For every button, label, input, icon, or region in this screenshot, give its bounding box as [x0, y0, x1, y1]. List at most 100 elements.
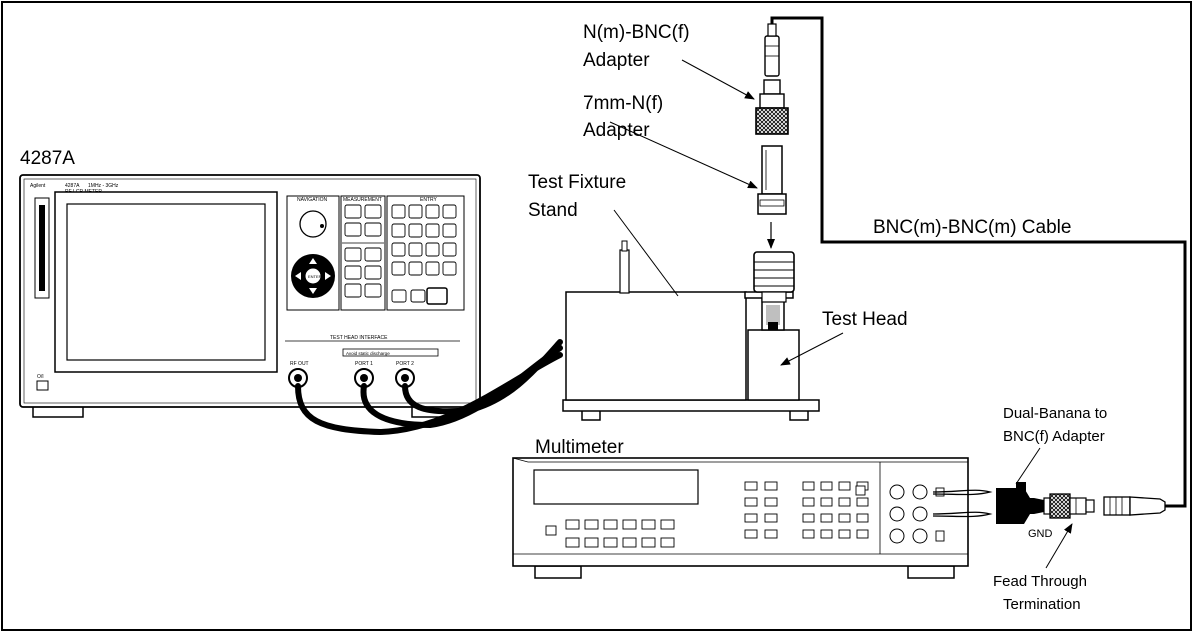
- instrument-bezel: [23, 178, 477, 404]
- dual-banana-adapter: GND: [996, 482, 1053, 540]
- multimeter-key: [641, 537, 656, 548]
- feed-through-label-1: Fead Through: [993, 573, 1087, 590]
- entry-key: [425, 223, 440, 238]
- multimeter-key: [764, 481, 778, 491]
- measurement-key: [344, 247, 362, 262]
- interface-warning-box: [342, 348, 439, 357]
- multimeter-key: [660, 519, 675, 530]
- multimeter-key: [838, 481, 851, 491]
- fixture-stand-label-2: Stand: [528, 200, 578, 221]
- entry-key: [408, 204, 423, 219]
- measurement-keys: [344, 204, 382, 298]
- multimeter-key: [744, 481, 758, 491]
- multimeter-label: Multimeter: [535, 437, 624, 458]
- multimeter-key: [764, 529, 778, 539]
- measurement-key: [364, 222, 382, 237]
- multimeter-key: [855, 485, 866, 496]
- entry-key: [408, 223, 423, 238]
- floppy-slot-opening: [39, 205, 45, 291]
- n-bnc-adapter-label-1: N(m)-BNC(f): [583, 22, 690, 43]
- multimeter-jack-square: [935, 530, 945, 542]
- mm7-n-adapter-label-2: Adapter: [583, 120, 650, 141]
- banana-leads: [932, 489, 993, 518]
- entry-key: [391, 223, 406, 238]
- multimeter-jack: [889, 506, 905, 522]
- stand-box: [565, 291, 747, 401]
- multimeter: [512, 457, 969, 579]
- multimeter-key: [838, 497, 851, 507]
- mm7-n-adapter-leader: [609, 121, 758, 189]
- test-head-body: [747, 329, 800, 401]
- entry-key-wide-1: [410, 289, 426, 303]
- multimeter-key: [820, 513, 833, 523]
- multimeter-key: [856, 513, 869, 523]
- entry-keys: [391, 204, 457, 303]
- multimeter-key: [802, 481, 815, 491]
- knob-dimple: [320, 224, 324, 228]
- measurement-key: [344, 204, 362, 219]
- entry-key: [425, 242, 440, 257]
- port-2-label: PORT 2: [396, 361, 414, 367]
- multimeter-key: [641, 519, 656, 530]
- test-head: [747, 297, 800, 401]
- multimeter-key: [744, 497, 758, 507]
- bnc-cable-route: [770, 16, 1187, 508]
- multimeter-key: [802, 497, 815, 507]
- multimeter-key: [603, 519, 618, 530]
- multimeter-key: [660, 537, 675, 548]
- multimeter-key: [802, 529, 815, 539]
- entry-key: [391, 204, 406, 219]
- feed-through-termination: [1043, 493, 1095, 519]
- interface-warning: Avoid static discharge: [346, 351, 390, 356]
- measurement-key: [364, 283, 382, 298]
- multimeter-jack: [889, 484, 905, 500]
- measurement-key: [364, 247, 382, 262]
- n-bnc-adapter-top: [763, 79, 781, 95]
- callouts: N(m)-BNC(f) Adapter 7mm-N(f) Adapter Tes…: [528, 22, 1107, 613]
- measurement-label: MEASUREMENT: [343, 197, 382, 203]
- lcd-screen: [66, 203, 266, 361]
- entry-key: [391, 289, 407, 303]
- rotary-knob: [299, 210, 327, 238]
- multimeter-key: [820, 529, 833, 539]
- multimeter-key: [838, 513, 851, 523]
- multimeter-key: [622, 537, 637, 548]
- entry-key: [442, 242, 457, 257]
- test-head-label: Test Head: [822, 309, 908, 330]
- n-bnc-adapter-leader: [681, 59, 755, 100]
- measurement-key: [344, 265, 362, 280]
- adapter-stack: [753, 23, 795, 303]
- instrument-model: 4287A: [65, 183, 80, 189]
- port-connectors: [288, 368, 415, 388]
- entry-key: [408, 242, 423, 257]
- multimeter-key: [603, 537, 618, 548]
- enter-key-label: ENTER: [308, 274, 322, 279]
- entry-key: [425, 204, 440, 219]
- multimeter-key: [622, 519, 637, 530]
- measurement-key: [364, 204, 382, 219]
- multimeter-key: [856, 529, 869, 539]
- multimeter-key: [744, 513, 758, 523]
- multimeter-key: [764, 497, 778, 507]
- banana-adapter-label-2: BNC(f) Adapter: [1003, 428, 1105, 445]
- multimeter-jack: [912, 484, 928, 500]
- port-rf-out-label: RF OUT: [290, 361, 309, 367]
- measurement-key: [364, 265, 382, 280]
- feed-through-label-2: Termination: [1003, 596, 1081, 613]
- stand-base: [562, 399, 820, 412]
- entry-key: [408, 261, 423, 276]
- multimeter-display: [533, 469, 699, 505]
- banana-adapter-label-1: Dual-Banana to: [1003, 405, 1107, 422]
- instrument-label: 4287A: [20, 148, 75, 169]
- entry-key-wide-2: [426, 287, 448, 305]
- cable-label: BNC(m)-BNC(m) Cable: [873, 217, 1071, 238]
- entry-key: [425, 261, 440, 276]
- test-head-cables: [295, 339, 563, 436]
- fixture-stand-label-1: Test Fixture: [528, 172, 626, 193]
- instrument-freq: 1MHz - 3GHz: [88, 183, 119, 189]
- multimeter-key: [764, 513, 778, 523]
- multimeter-jack: [912, 506, 928, 522]
- power-button: [36, 380, 49, 391]
